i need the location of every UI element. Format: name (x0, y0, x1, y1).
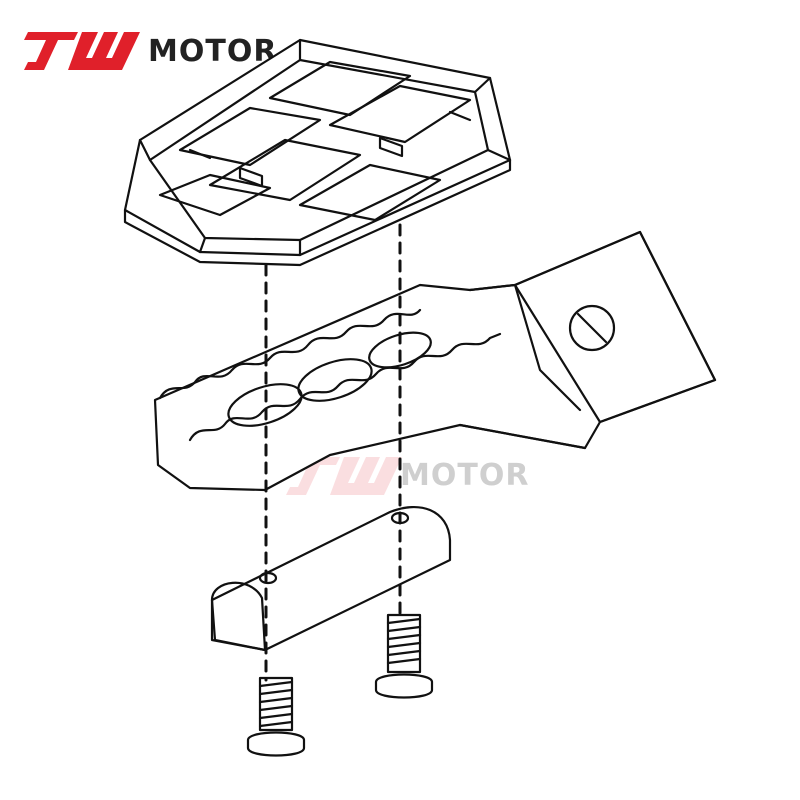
brand-logo-text: MOTOR (148, 34, 278, 69)
footpeg-bracket-icon (153, 230, 717, 492)
brand-logo (24, 32, 140, 70)
bolt-icon (246, 613, 434, 757)
assembly-guide-lines (264, 223, 402, 682)
watermark-logo (286, 457, 402, 495)
watermark-text: MOTOR (400, 458, 530, 493)
footpeg-pad-icon (123, 38, 512, 267)
